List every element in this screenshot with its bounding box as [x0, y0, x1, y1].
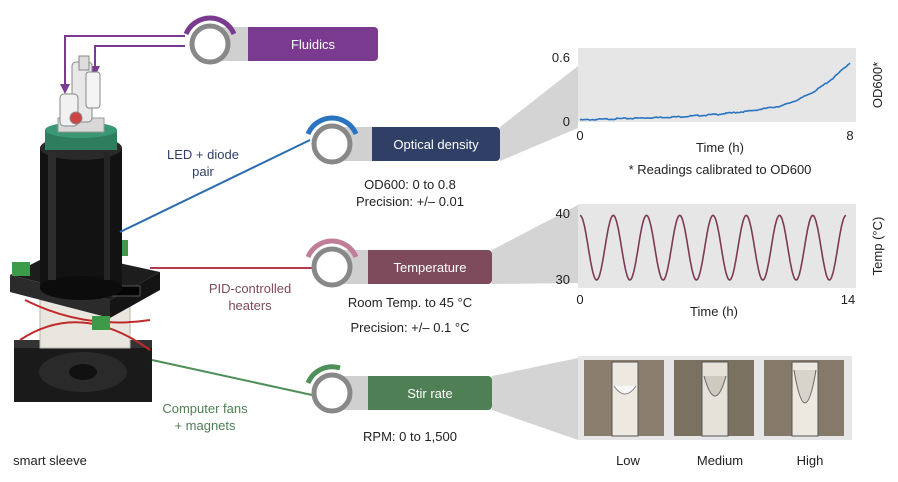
fluidics-arrows [60, 35, 185, 94]
temperature-knob [305, 238, 374, 288]
temp-y-tick-top: 40 [556, 206, 570, 221]
led-diode-label: LED + diode pair [148, 146, 258, 180]
stir-rate-pill: Stir rate [368, 376, 492, 410]
stir-knob [305, 364, 374, 414]
temperature-knob-arc [305, 238, 359, 259]
od-series-line [579, 62, 851, 121]
stir-projection [492, 358, 578, 440]
od600-chart: 0.6 0 0 8 Time (h) * Readings calibrated… [552, 48, 885, 177]
stir-label-low: Low [616, 453, 640, 468]
fluid-fittings [59, 55, 101, 127]
fluidics-arrow-inner [94, 45, 185, 70]
stir-photo-low [584, 360, 664, 437]
fluidics-pill-label: Fluidics [290, 36, 336, 52]
heaters-label-line1: PID-controlled [208, 281, 292, 296]
temperature-specs: Room Temp. to 45 °C Precision: +/– 0.1 °… [320, 294, 500, 336]
stir-photos [584, 360, 844, 437]
od-note: * Readings calibrated to OD600 [629, 162, 812, 177]
led-label-line2: pair [192, 164, 214, 179]
optical-knob-arc [305, 115, 359, 136]
od-y-label: OD600* [870, 62, 885, 108]
stir-rate-pill-label: Stir rate [407, 385, 453, 401]
heaters-label-line2: heaters [228, 298, 272, 313]
optical-density-pill: Optical density [372, 127, 500, 161]
temperature-precision: Precision: +/– 0.1 °C [350, 320, 470, 335]
smart-sleeve-label: smart sleeve [13, 453, 87, 468]
od-y-tick-bottom: 0 [563, 114, 570, 129]
od-x-tick-start: 0 [576, 128, 583, 143]
od-x-label: Time (h) [696, 140, 744, 155]
temp-y-label: Temp (°C) [870, 217, 885, 276]
temp-projection [492, 205, 578, 284]
stir-label-high: High [796, 453, 824, 468]
optical-specs: OD600: 0 to 0.8 Precision: +/– 0.01 [330, 176, 490, 210]
led-label-line1: LED + diode [167, 147, 239, 162]
vial-cap [45, 117, 117, 150]
fluidics-knob-arc [183, 15, 237, 36]
od-projection [500, 66, 578, 161]
stir-specs: RPM: 0 to 1,500 [340, 428, 480, 445]
stir-photo-high [764, 360, 844, 437]
stir-range: RPM: 0 to 1,500 [363, 429, 457, 444]
temp-x-tick-start: 0 [576, 292, 583, 307]
optical-range: OD600: 0 to 0.8 [364, 177, 456, 192]
temperature-chart: 40 30 0 14 Time (h) Temp (°C) [556, 204, 885, 319]
optical-density-pill-label: Optical density [393, 136, 479, 152]
fluidics-arrowhead-outer [60, 84, 70, 94]
temperature-pill: Temperature [368, 250, 492, 284]
od-chart-plot-area [578, 48, 856, 122]
temp-x-label: Time (h) [690, 304, 738, 319]
temp-series-line [579, 214, 847, 281]
temp-x-tick-end: 14 [841, 292, 855, 307]
fluidics-arrow-outer [64, 35, 185, 88]
fluidics-pill: Fluidics [248, 27, 378, 61]
stir-knob-arc [305, 364, 341, 385]
temperature-range: Room Temp. to 45 °C [347, 295, 473, 310]
fans-label-line2: + magnets [174, 418, 236, 433]
led-pointer-line [119, 139, 311, 233]
stir-photo-medium [674, 360, 754, 437]
green-connector-right [92, 316, 110, 330]
temp-y-tick-bottom: 30 [556, 272, 570, 287]
stir-label-medium: Medium [696, 453, 744, 468]
temperature-pill-label: Temperature [393, 259, 467, 275]
fans-label-line1: Computer fans [162, 401, 248, 416]
od-y-tick-top: 0.6 [552, 50, 570, 65]
od-x-tick-end: 8 [846, 128, 853, 143]
green-connector-top [118, 240, 128, 256]
fan-pointer-line [151, 359, 313, 396]
optical-precision: Precision: +/– 0.01 [355, 194, 465, 209]
green-connector-left [12, 262, 30, 276]
temp-chart-plot-area [578, 204, 856, 288]
optical-knob [305, 115, 378, 165]
heaters-label: PID-controlled heaters [190, 280, 310, 314]
fans-label: Computer fans + magnets [150, 400, 260, 434]
